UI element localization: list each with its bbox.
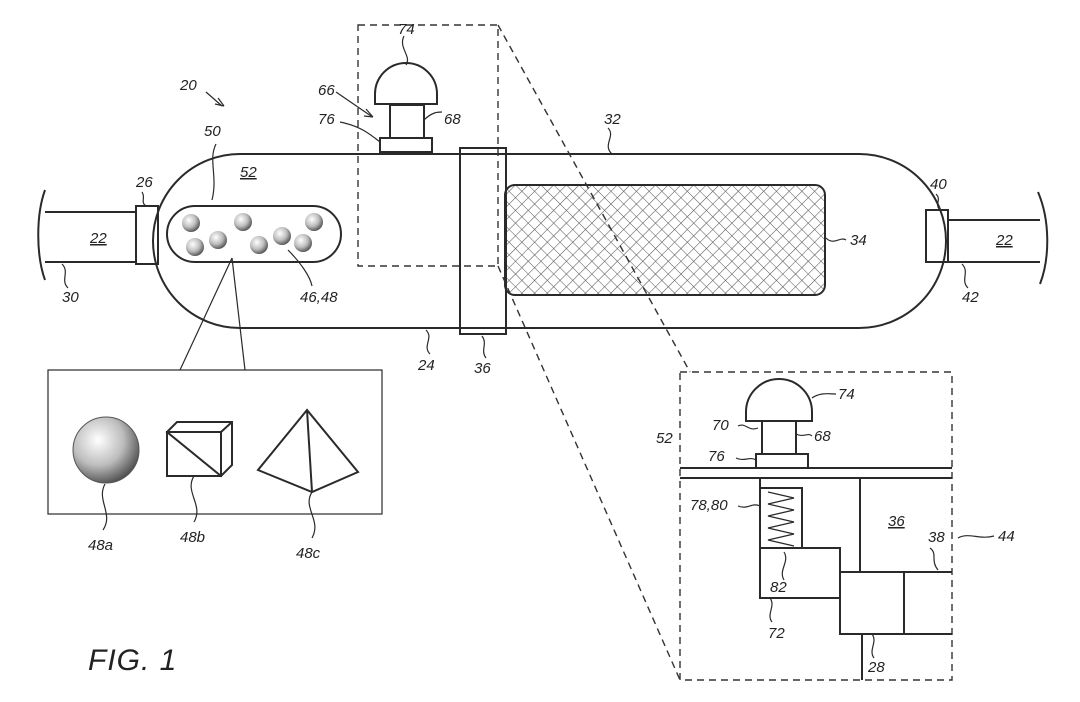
label-housing-inlet: 24 xyxy=(417,357,435,374)
label-detail-clamp-edge: 38 xyxy=(928,529,945,546)
label-valve-assembly: 66 xyxy=(318,82,335,99)
label-detail-cap: 74 xyxy=(838,386,855,403)
label-detail-window: 44 xyxy=(998,528,1015,545)
valve-assembly xyxy=(374,62,438,153)
detail-view xyxy=(679,371,953,681)
label-detail-seal: 28 xyxy=(867,659,885,676)
label-pipe-right: 22 xyxy=(995,232,1013,249)
detail-projection xyxy=(357,24,691,681)
shapes-inset xyxy=(47,257,383,539)
label-pipe-left: 22 xyxy=(89,230,107,247)
label-detail-base-ring: 76 xyxy=(708,448,725,465)
label-stem: 68 xyxy=(444,111,461,128)
label-detail-spring: 78,80 xyxy=(690,497,728,514)
leader-lines xyxy=(61,35,995,659)
label-outlet-coupling: 40 xyxy=(930,176,947,193)
label-pipe-left-ref: 30 xyxy=(62,289,79,306)
label-detail-clamp: 36 xyxy=(888,513,905,530)
label-detail-guide: 72 xyxy=(768,625,785,642)
pellets xyxy=(182,213,323,256)
label-shape-cube: 48b xyxy=(180,529,205,546)
label-chamber-interior: 52 xyxy=(240,164,257,181)
label-detail-wall: 52 xyxy=(656,430,673,447)
label-detail-plunger: 82 xyxy=(770,579,787,596)
figure-caption: FIG. 1 xyxy=(88,644,178,677)
label-housing: 32 xyxy=(604,111,621,128)
label-cap: 74 xyxy=(398,21,415,38)
pipe-right xyxy=(925,191,1049,285)
label-detail-stem-left: 70 xyxy=(712,417,729,434)
label-assembly: 20 xyxy=(179,77,197,94)
label-media-pellets: 46,48 xyxy=(300,289,338,306)
reference-labels: 20 74 66 76 68 50 52 32 34 26 40 22 22 3… xyxy=(62,21,1015,676)
label-pipe-right-ref: 42 xyxy=(962,289,979,306)
label-detail-stem-right: 68 xyxy=(814,428,831,445)
label-clamp: 36 xyxy=(474,360,491,377)
label-shape-pyramid: 48c xyxy=(296,545,321,562)
label-basket: 50 xyxy=(204,123,221,140)
housing-body xyxy=(152,147,947,335)
label-base-ring: 76 xyxy=(318,111,335,128)
pipe-left xyxy=(37,189,159,281)
label-inlet-coupling: 26 xyxy=(135,174,153,191)
label-shape-sphere: 48a xyxy=(88,537,113,554)
label-filter-media: 34 xyxy=(850,232,867,249)
